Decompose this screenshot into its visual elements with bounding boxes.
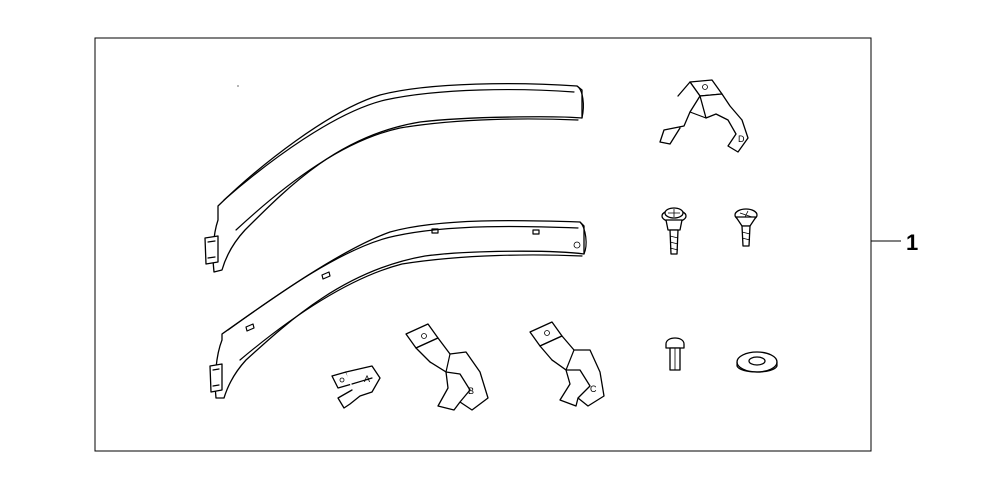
lower-wind-deflector [209, 219, 587, 399]
mounting-bracket-d: D [659, 79, 749, 153]
bracket-d-letter: D [738, 134, 745, 144]
bracket-a-letter: A [364, 374, 370, 384]
mounting-bracket-a: A [331, 365, 381, 409]
mounting-bracket-c: C [529, 321, 605, 407]
bracket-b-letter: B [468, 386, 474, 396]
callout-number: 1 [906, 230, 918, 255]
push-pin-clip [665, 337, 685, 371]
drawing-mark [237, 85, 239, 87]
diagram-frame [94, 37, 872, 452]
mounting-bracket-b: B [405, 323, 489, 411]
washer-head-screw [661, 207, 687, 255]
upper-wind-deflector [204, 83, 584, 273]
bracket-c-letter: C [590, 384, 597, 394]
flat-washer [736, 351, 778, 373]
flat-head-screw [734, 208, 758, 247]
